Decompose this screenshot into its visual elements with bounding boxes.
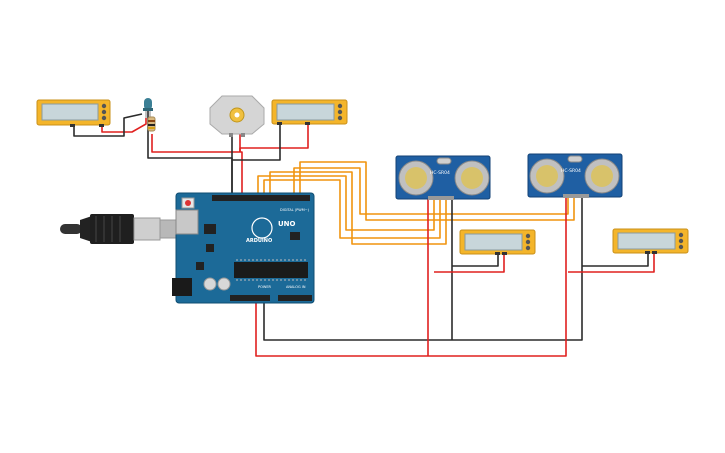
dc-motor-icon[interactable] <box>209 95 265 137</box>
sensor-2-label: HC-SR04 <box>561 168 581 174</box>
wire-black <box>232 124 281 161</box>
multimeter-top-right[interactable] <box>271 99 348 125</box>
wire-orange <box>269 171 447 245</box>
resistor-icon[interactable] <box>147 116 156 132</box>
multimeter-middle-right[interactable] <box>459 229 536 255</box>
wire-orange <box>299 161 575 221</box>
power-label: POWER <box>258 285 272 289</box>
analog-label: ANALOG IN <box>286 285 306 289</box>
wire-black <box>263 196 583 341</box>
ultrasonic-sensor-1[interactable]: HC-SR04 <box>395 155 491 200</box>
arduino-brand: ARDUINO <box>246 238 272 244</box>
multimeter-far-right[interactable] <box>612 228 689 254</box>
wire-black <box>73 113 143 137</box>
sensor-1-label: HC-SR04 <box>430 170 450 176</box>
ultrasonic-sensor-2[interactable]: HC-SR04 <box>527 153 623 198</box>
wire-red <box>101 118 147 133</box>
wire-orange <box>257 175 435 231</box>
wire-black <box>582 254 649 267</box>
wire-red <box>434 254 505 273</box>
wire-red <box>151 134 243 198</box>
arduino-model: UNO <box>278 220 296 228</box>
usb-cable-icon <box>60 214 179 244</box>
multimeter-top-left[interactable] <box>36 99 111 127</box>
arduino-uno-board[interactable]: UNO ARDUINO DIGITAL (PWM~) POWER ANALOG … <box>172 192 315 304</box>
wire-black <box>452 254 499 267</box>
wire-red <box>255 196 567 357</box>
ic-chip-icon <box>234 259 308 281</box>
wire-red <box>239 124 309 152</box>
digital-label: DIGITAL (PWM~) <box>280 208 310 212</box>
wire-orange <box>263 179 441 239</box>
wire-red <box>568 254 655 273</box>
